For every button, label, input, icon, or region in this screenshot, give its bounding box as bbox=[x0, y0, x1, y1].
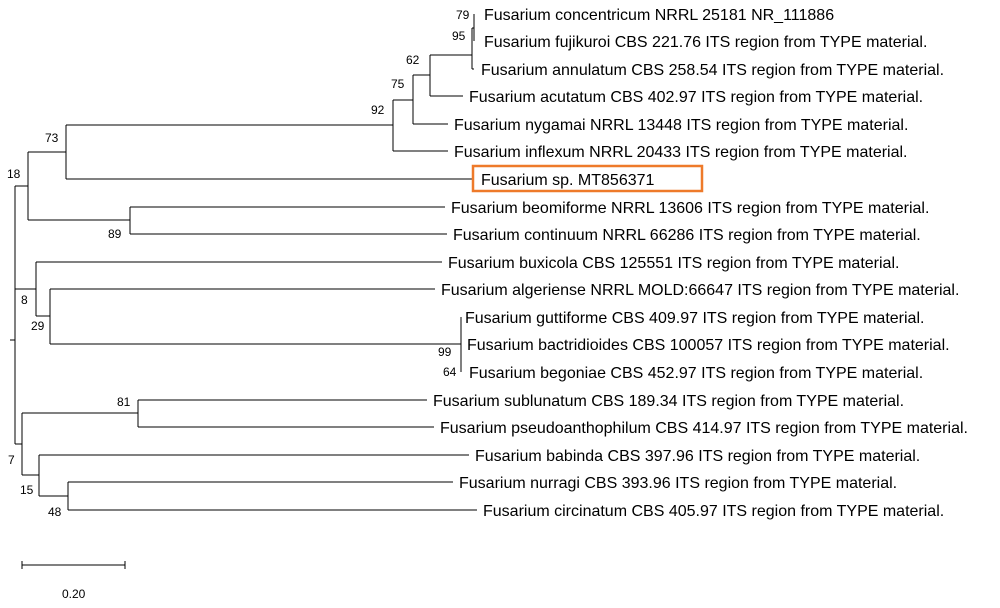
bootstrap-value: 81 bbox=[117, 395, 131, 409]
taxon-label: Fusarium babinda CBS 397.96 ITS region f… bbox=[475, 448, 920, 465]
bootstrap-value: 7 bbox=[8, 453, 15, 467]
bootstrap-value: 8 bbox=[21, 293, 28, 307]
bootstrap-value: 73 bbox=[45, 131, 59, 145]
bootstrap-value: 62 bbox=[406, 53, 420, 67]
bootstrap-value: 92 bbox=[371, 103, 385, 117]
taxon-label: Fusarium begoniae CBS 452.97 ITS region … bbox=[469, 365, 923, 382]
taxon-label: Fusarium nygamai NRRL 13448 ITS region f… bbox=[454, 117, 908, 134]
taxon-label: Fusarium annulatum CBS 258.54 ITS region… bbox=[481, 62, 944, 79]
bootstrap-value: 15 bbox=[20, 483, 34, 497]
taxon-label: Fusarium fujikuroi CBS 221.76 ITS region… bbox=[484, 34, 927, 51]
taxon-label: Fusarium algeriense NRRL MOLD:66647 ITS … bbox=[441, 282, 959, 299]
highlight-box bbox=[471, 164, 704, 193]
bootstrap-value: 48 bbox=[48, 505, 62, 519]
scale-bar-label: 0.20 bbox=[62, 587, 86, 601]
taxon-label: Fusarium nurragi CBS 393.96 ITS region f… bbox=[459, 475, 897, 492]
bootstrap-value: 18 bbox=[7, 167, 21, 181]
bootstrap-value: 64 bbox=[443, 365, 457, 379]
taxon-label: Fusarium inflexum NRRL 20433 ITS region … bbox=[454, 144, 908, 161]
bootstrap-value: 89 bbox=[108, 227, 122, 241]
bootstrap-value: 95 bbox=[452, 29, 466, 43]
taxon-label: Fusarium pseudoanthophilum CBS 414.97 IT… bbox=[440, 420, 968, 437]
bootstrap-value: 79 bbox=[456, 8, 470, 22]
taxon-label: Fusarium continuum NRRL 66286 ITS region… bbox=[453, 227, 921, 244]
taxon-label: Fusarium sp. MT856371 bbox=[481, 172, 655, 189]
taxon-label: Fusarium beomiforme NRRL 13606 ITS regio… bbox=[451, 200, 929, 217]
bootstrap-value: 29 bbox=[31, 319, 45, 333]
taxon-label: Fusarium sublunatum CBS 189.34 ITS regio… bbox=[433, 393, 904, 410]
bootstrap-value: 99 bbox=[438, 345, 452, 359]
bootstrap-value: 75 bbox=[391, 77, 405, 91]
taxon-label: Fusarium buxicola CBS 125551 ITS region … bbox=[448, 255, 899, 272]
taxon-label: Fusarium acutatum CBS 402.97 ITS region … bbox=[469, 89, 923, 106]
taxon-label: Fusarium bactridioides CBS 100057 ITS re… bbox=[467, 337, 950, 354]
taxon-label: Fusarium concentricum NRRL 25181 NR_1118… bbox=[484, 7, 834, 24]
taxon-label: Fusarium guttiforme CBS 409.97 ITS regio… bbox=[465, 310, 924, 327]
taxon-label: Fusarium circinatum CBS 405.97 ITS regio… bbox=[483, 503, 944, 520]
